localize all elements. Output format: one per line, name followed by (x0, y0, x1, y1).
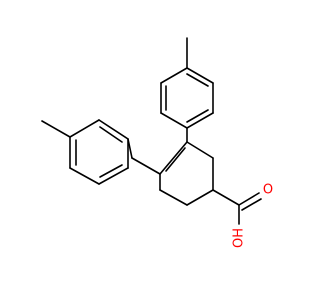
double-bond-inner (186, 73, 209, 87)
cyclohexene-ring (131, 127, 214, 206)
bond (69, 167, 100, 185)
bond (186, 141, 214, 159)
double-bond-inner (99, 164, 123, 178)
bond (186, 67, 214, 84)
bond (160, 67, 188, 84)
carbonyl-oxygen-label: O (263, 183, 273, 198)
bond (186, 112, 214, 129)
bond (98, 167, 129, 185)
bond (160, 112, 188, 129)
carboxylic-acid (212, 189, 262, 225)
top-aryl-ring (160, 37, 214, 129)
left-aryl-ring (41, 119, 133, 185)
bond (131, 157, 161, 175)
molecule-diagram: O OH (41, 37, 273, 248)
double-bond-inner (165, 147, 186, 172)
methyl-bond (41, 120, 71, 138)
bond (212, 189, 240, 206)
bond (98, 119, 129, 140)
double-bond-inner (186, 109, 209, 123)
bond (159, 141, 188, 175)
bond (241, 198, 262, 211)
bond (159, 189, 188, 206)
bond (238, 192, 260, 206)
double-bond-inner (99, 126, 123, 143)
bond (186, 189, 214, 206)
bond (69, 119, 100, 138)
hydroxyl-label: OH (232, 228, 247, 248)
